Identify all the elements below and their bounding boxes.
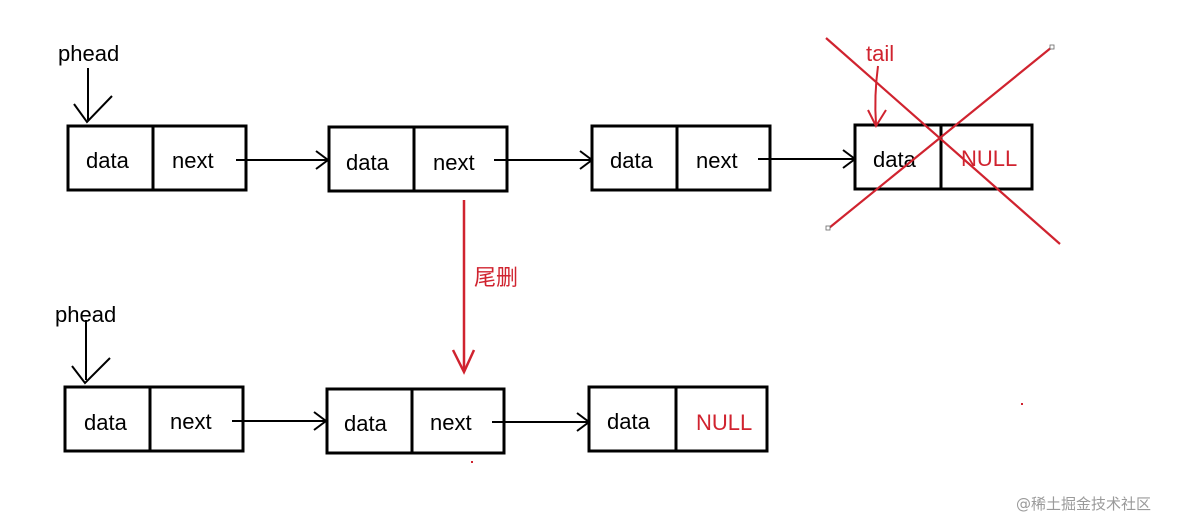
bottom-node-3-data: data	[607, 409, 651, 434]
tail-delete-label: 尾删	[474, 265, 518, 290]
selection-handle	[825, 225, 831, 231]
bottom-node-1-next: next	[170, 409, 212, 434]
top-node-4-null: NULL	[961, 146, 1017, 171]
top-node-2-data: data	[346, 150, 390, 175]
top-node-2-next: next	[433, 150, 475, 175]
watermark: @稀土掘金技术社区	[1016, 495, 1151, 513]
bottom-node-3: data NULL	[587, 385, 769, 453]
top-phead-label: phead	[58, 41, 119, 66]
top-link-arrow-1	[236, 150, 330, 170]
top-node-3-next: next	[696, 148, 738, 173]
stray-dot	[471, 461, 473, 463]
tail-label: tail	[866, 41, 894, 66]
selection-handle	[1049, 44, 1055, 50]
tail-arrow	[867, 65, 887, 129]
top-node-1: data next	[66, 124, 248, 192]
top-link-arrow-3	[758, 149, 857, 169]
top-node-3-data: data	[610, 148, 654, 173]
top-node-2: data next	[327, 125, 509, 193]
tail-delete-arrow	[451, 200, 476, 375]
bottom-node-2-next: next	[430, 410, 472, 435]
bottom-node-2-data: data	[344, 411, 388, 436]
top-node-4-deleted: data NULL	[853, 123, 1034, 191]
bottom-link-arrow-2	[492, 412, 591, 432]
bottom-link-arrow-1	[232, 411, 328, 431]
bottom-node-3-null: NULL	[696, 410, 752, 435]
top-link-arrow-2	[494, 150, 594, 170]
delete-cross-mark	[825, 37, 1061, 245]
top-node-1-data: data	[86, 148, 130, 173]
top-node-3: data next	[590, 124, 772, 192]
top-phead-arrow	[73, 68, 113, 124]
bottom-node-2: data next	[325, 387, 506, 455]
bottom-node-1-data: data	[84, 410, 128, 435]
bottom-phead-arrow	[71, 320, 111, 385]
stray-dot	[1021, 403, 1023, 405]
bottom-node-1: data next	[63, 385, 245, 453]
top-node-4-data: data	[873, 147, 917, 172]
top-node-1-next: next	[172, 148, 214, 173]
